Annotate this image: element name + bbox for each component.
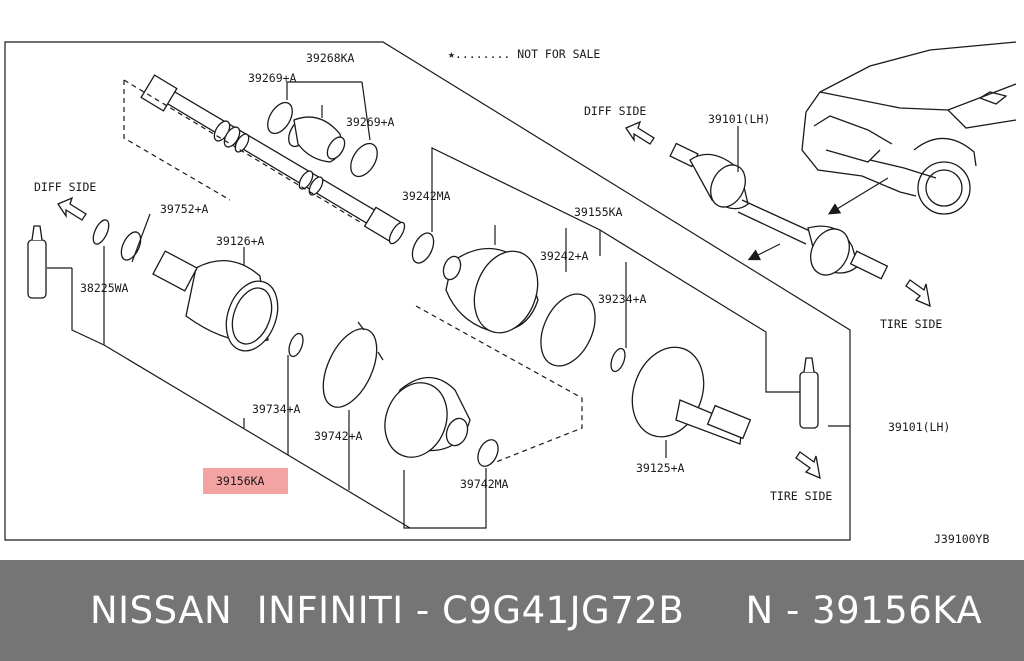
clip-39234	[610, 347, 626, 373]
boot-39742ma	[384, 377, 471, 458]
label-39242ma[interactable]: 39242MA	[402, 189, 451, 203]
grease-tube-right	[799, 357, 819, 429]
footer-part-info: NISSAN INFINITI - C9G41JG72B N - 39156KA	[90, 589, 983, 632]
label-39742a[interactable]: 39742+A	[314, 429, 363, 443]
cv-joint-39125	[631, 346, 752, 445]
band-39242ma	[411, 232, 435, 264]
label-diff-side-left: DIFF SIDE	[34, 180, 96, 194]
footer-banner: NISSAN INFINITI - C9G41JG72B N - 39156KA	[0, 560, 1024, 661]
label-tire-side-upper: TIRE SIDE	[880, 317, 942, 331]
label-diff-side-right: DIFF SIDE	[584, 104, 646, 118]
diff-side-arrow-left	[57, 196, 87, 221]
label-39234a[interactable]: 39234+A	[598, 292, 647, 306]
circlip-39752	[120, 231, 142, 261]
band-39742ma	[477, 439, 499, 467]
label-39268ka[interactable]: 39268KA	[306, 51, 355, 65]
boot-39268	[288, 116, 346, 163]
label-39269a-right[interactable]: 39269+A	[346, 115, 395, 129]
label-38225wa[interactable]: 38225WA	[80, 281, 129, 295]
tire-side-arrow-upper	[905, 279, 931, 308]
label-39242a[interactable]: 39242+A	[540, 249, 589, 263]
band-39269-upper-left	[267, 101, 293, 135]
label-39126a[interactable]: 39126+A	[216, 234, 265, 248]
label-39101lh-top[interactable]: 39101(LH)	[708, 112, 770, 126]
vehicle-sketch	[801, 41, 1017, 215]
label-39269a-left[interactable]: 39269+A	[248, 71, 297, 85]
label-39734a[interactable]: 39734+A	[252, 402, 301, 416]
label-39101lh-right[interactable]: 39101(LH)	[888, 420, 950, 434]
circlip-39734	[288, 332, 304, 358]
grease-tube-left	[27, 225, 47, 299]
tire-side-arrow-lower	[795, 451, 821, 480]
label-39752a[interactable]: 39752+A	[160, 202, 209, 216]
diagram-frame	[4, 41, 851, 541]
label-39156ka[interactable]: 39156KA	[216, 474, 265, 488]
not-for-sale-note: ★........ NOT FOR SALE	[448, 47, 600, 61]
selected-part-highlight	[203, 468, 288, 494]
band-39742	[322, 328, 378, 408]
diff-side-arrow-right	[625, 120, 655, 145]
boot-39242	[442, 247, 539, 334]
assembled-drive-shaft-39101	[669, 142, 889, 280]
label-39742ma[interactable]: 39742MA	[460, 477, 509, 491]
band-39269-upper-right	[350, 142, 378, 178]
inner-shaft	[140, 74, 406, 245]
snap-ring-38225	[92, 219, 110, 245]
label-tire-side-lower: TIRE SIDE	[770, 489, 832, 503]
drive-shaft-exploded-diagram: ★........ NOT FOR SALE 39268KA 39269+A 3…	[4, 41, 1017, 546]
label-39155ka[interactable]: 39155KA	[574, 205, 623, 219]
diagram-code: J39100YB	[934, 532, 989, 546]
label-39125a[interactable]: 39125+A	[636, 461, 685, 475]
outer-housing-39126	[152, 250, 279, 352]
band-39242a	[540, 293, 596, 367]
